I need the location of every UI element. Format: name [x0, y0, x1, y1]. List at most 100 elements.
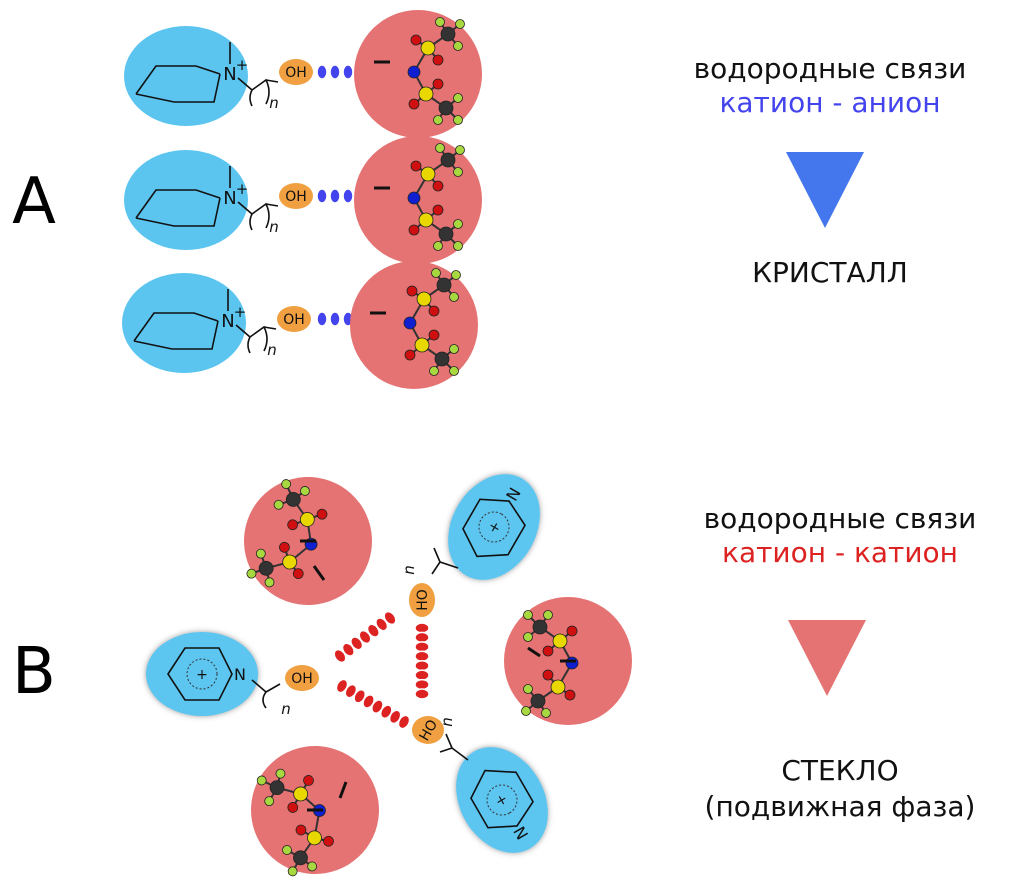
carbon — [440, 26, 456, 42]
hydroxyl-label: OH — [283, 312, 305, 328]
oxygen — [287, 802, 299, 813]
bond-title-a: водородные связи — [693, 52, 967, 85]
hydroxyl-label: HO — [415, 589, 431, 611]
fluorine — [273, 499, 284, 510]
down-arrow-b — [788, 620, 866, 696]
oxygen — [303, 775, 314, 786]
alkyl-chain — [251, 679, 281, 709]
fluorine — [246, 568, 257, 579]
h-bond-dot — [316, 188, 328, 204]
aromatic-circle — [486, 784, 518, 816]
oxygen — [323, 835, 334, 847]
h-bond-dot — [414, 659, 430, 672]
index-n: n — [281, 700, 291, 718]
h-bond-dot — [397, 714, 411, 730]
plus-label: + — [236, 56, 249, 74]
fluorine — [449, 292, 459, 302]
oxygen — [428, 305, 440, 317]
fluorine — [307, 861, 318, 872]
oxygen — [432, 204, 444, 216]
oxygen — [316, 508, 328, 520]
fluorine — [543, 610, 553, 620]
nitrogen-atom — [407, 191, 421, 205]
hydroxyl-ellipse — [277, 306, 311, 332]
oxygen — [404, 349, 416, 361]
plus-label: + — [234, 303, 247, 321]
pyridine-ring — [167, 647, 233, 701]
h-bond-dot — [414, 641, 430, 653]
sulfur — [420, 166, 436, 182]
fluorine — [433, 241, 443, 251]
plus-label: + — [196, 667, 208, 683]
carbon — [285, 492, 301, 507]
fluorine — [255, 548, 266, 559]
h-bond-dot — [316, 311, 328, 327]
cation-ellipse — [146, 632, 258, 716]
oxygen — [408, 224, 420, 236]
fluorine — [300, 486, 310, 496]
anion — [354, 10, 482, 138]
fluorine — [449, 366, 459, 376]
carbon — [532, 619, 548, 635]
fluorine — [431, 268, 441, 278]
nitrogen-label: N — [223, 64, 236, 85]
h-bond-dot — [342, 64, 354, 80]
h-bond-dot — [414, 622, 430, 634]
h-bond-dot — [329, 64, 341, 80]
hydroxyl-ellipse — [279, 59, 313, 85]
fluorine — [523, 684, 533, 694]
oxygen — [432, 180, 444, 192]
h-bond-dot — [316, 64, 328, 80]
anion — [244, 477, 372, 605]
cation: N+nOH — [122, 273, 311, 373]
cation-left: +N — [146, 632, 258, 716]
hydroxyl-ellipse — [412, 716, 444, 744]
result-crystal: КРИСТАЛЛ — [752, 256, 908, 289]
fluorine — [282, 845, 292, 855]
h-bond-dot — [329, 188, 341, 204]
cation-bottom: +N — [456, 747, 548, 853]
minus-sign — [527, 646, 541, 658]
oxygen — [542, 645, 554, 657]
oxygen — [566, 625, 578, 637]
h-bond-dot — [414, 650, 430, 663]
panel-b-label: B — [12, 635, 56, 709]
nitrogen-label: N — [221, 311, 234, 332]
aromatic-circle — [186, 658, 218, 690]
fluorine — [521, 706, 531, 716]
sulfur — [418, 86, 434, 102]
sulfur — [550, 679, 566, 695]
index-n: n — [438, 717, 456, 727]
alkyl-chain — [235, 324, 277, 354]
cation: N+nOH — [124, 150, 313, 250]
h-bond-dot — [342, 188, 354, 204]
cation-ellipse — [124, 26, 248, 126]
sulfur — [293, 786, 309, 802]
piperidine-ring — [133, 312, 219, 350]
fluorine — [275, 768, 286, 779]
nitrogen-atom — [407, 65, 421, 79]
index-n: n — [400, 565, 418, 575]
bond-type-a: катион - анион — [719, 86, 941, 119]
sulfur — [420, 40, 436, 56]
oxygen — [295, 824, 307, 836]
aromatic-circle — [478, 511, 510, 543]
pyridine-ring — [470, 769, 534, 829]
piperidine-ring — [135, 189, 221, 227]
index-n: n — [269, 94, 279, 112]
carbon — [269, 780, 285, 796]
carbon — [530, 693, 546, 709]
fluorine — [264, 577, 275, 588]
alkyl-chain — [431, 547, 459, 575]
anion — [251, 746, 379, 877]
fluorine — [455, 145, 465, 155]
alkyl-chain — [237, 201, 279, 231]
result-glass: СТЕКЛО — [781, 754, 899, 787]
carbon — [258, 560, 274, 576]
hydroxyl-ellipse — [279, 183, 313, 209]
hydroxyl-label: OH — [291, 671, 313, 687]
plus-label: + — [236, 180, 249, 198]
hydroxyl-label: OH — [285, 65, 307, 81]
